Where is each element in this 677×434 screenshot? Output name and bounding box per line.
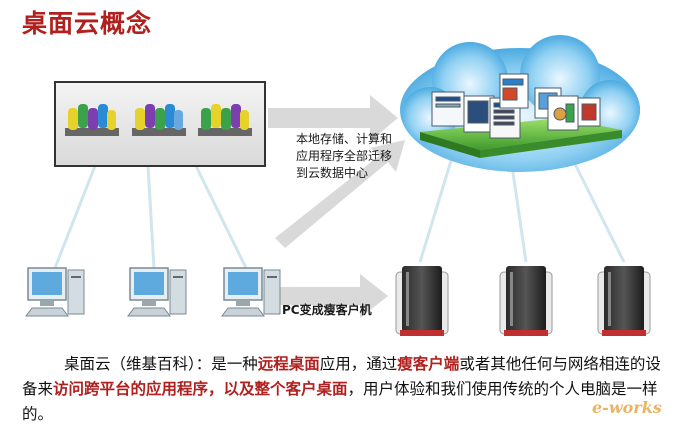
arrow-right-bottom bbox=[264, 274, 388, 318]
link-line bbox=[418, 147, 457, 263]
desc-highlight: 远程桌面 bbox=[257, 355, 320, 373]
desc-text: 应用，通过 bbox=[319, 355, 398, 373]
desc-highlight: 访问跨平台的应用程序，以及整个客户桌面 bbox=[53, 380, 348, 398]
link-line bbox=[53, 165, 97, 269]
migrate-label-line: 到云数据中心 bbox=[296, 166, 369, 180]
link-line bbox=[194, 165, 248, 269]
description-paragraph: 桌面云（维基百科）：是一种远程桌面应用，通过瘦客户端或者其他任何与网络相连的设备… bbox=[22, 352, 667, 427]
storage-icon bbox=[132, 104, 186, 136]
thin-client-icon bbox=[499, 266, 553, 336]
link-line bbox=[566, 149, 626, 263]
migrate-label-line: 应用程序全部迁移 bbox=[296, 149, 393, 163]
arrow-diagonal bbox=[275, 140, 405, 248]
migrate-label-line: 本地存储、计算和 bbox=[296, 132, 393, 146]
pc-icon bbox=[221, 267, 281, 317]
storage-icon bbox=[198, 104, 252, 136]
pc-icon bbox=[127, 267, 187, 317]
desc-text: ，用户体验和我们使用传统的个人电脑是一样的。 bbox=[22, 380, 658, 423]
pc-icon bbox=[25, 267, 85, 317]
local-server-box bbox=[54, 81, 266, 167]
migrate-label: 本地存储、计算和 应用程序全部迁移 到云数据中心 bbox=[296, 131, 392, 182]
desc-text: 桌面云（维基百科）：是一种 bbox=[64, 355, 258, 373]
link-line bbox=[146, 165, 156, 269]
pc-change-label: PC变成瘦客户机 bbox=[282, 303, 372, 317]
cloud-data-center bbox=[400, 35, 640, 172]
arrow-right-top bbox=[268, 95, 398, 141]
page-title: 桌面云概念 bbox=[22, 9, 153, 38]
thin-client-icon bbox=[597, 266, 651, 336]
desc-text: 或者其他任何与网络相连的设备来 bbox=[22, 355, 661, 398]
storage-icon bbox=[65, 104, 119, 136]
eworks-watermark: e-works bbox=[592, 398, 662, 417]
migration-arrows bbox=[264, 95, 405, 318]
thin-client-icon bbox=[395, 266, 449, 336]
desc-highlight: 瘦客户端 bbox=[397, 355, 460, 373]
app-windows-icon bbox=[431, 73, 601, 139]
connection-lines bbox=[53, 147, 626, 269]
